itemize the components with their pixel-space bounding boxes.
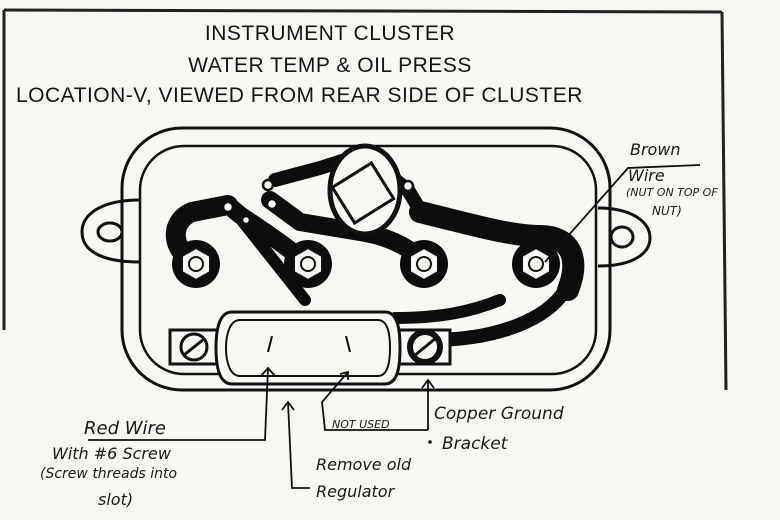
title-line-1: INSTRUMENT CLUSTER <box>204 22 456 45</box>
brown-wire-label-3: (NUT ON TOP OF <box>626 186 718 199</box>
not-used-label: NOT USED <box>332 418 390 431</box>
cluster-housing-outer <box>120 126 612 392</box>
circuit-traces <box>165 153 585 347</box>
left-screw <box>179 332 209 362</box>
remove-regulator-label-2: Regulator <box>316 482 395 501</box>
red-wire-label-2: With #6 Screw <box>52 444 171 463</box>
copper-ground-label-1: Copper Ground <box>434 404 564 424</box>
leader-lines <box>88 164 701 489</box>
hex-nut-4 <box>512 240 560 288</box>
right-mounting-ear <box>597 206 652 268</box>
left-mounting-ear <box>80 198 141 264</box>
hex-nut-1 <box>172 240 220 288</box>
ink-dot <box>428 440 432 444</box>
brown-wire-label-1: Brown <box>630 140 681 159</box>
red-wire-label-1: Red Wire <box>84 418 167 439</box>
title-line-2: WATER TEMP & OIL PRESS <box>188 54 472 77</box>
remove-regulator-label-1: Remove old <box>316 455 412 474</box>
gauge-opening <box>327 143 403 237</box>
hex-nut-3 <box>400 240 448 288</box>
title-line-3: LOCATION-V, VIEWED FROM REAR SIDE OF CLU… <box>16 84 583 107</box>
terminal-holes <box>221 178 415 226</box>
right-screw <box>407 329 443 365</box>
page-border-top <box>3 8 723 14</box>
red-wire-label-3: (Screw threads into <box>40 466 178 482</box>
copper-ground-label-2: Bracket <box>442 434 508 454</box>
regulator-bracket <box>168 310 452 386</box>
hex-nut-2 <box>284 240 332 288</box>
brown-wire-label-4: NUT) <box>652 204 682 218</box>
page-border-right <box>720 11 728 391</box>
brown-wire-label-2: Wire <box>628 166 665 185</box>
red-wire-label-4: slot) <box>98 490 134 509</box>
